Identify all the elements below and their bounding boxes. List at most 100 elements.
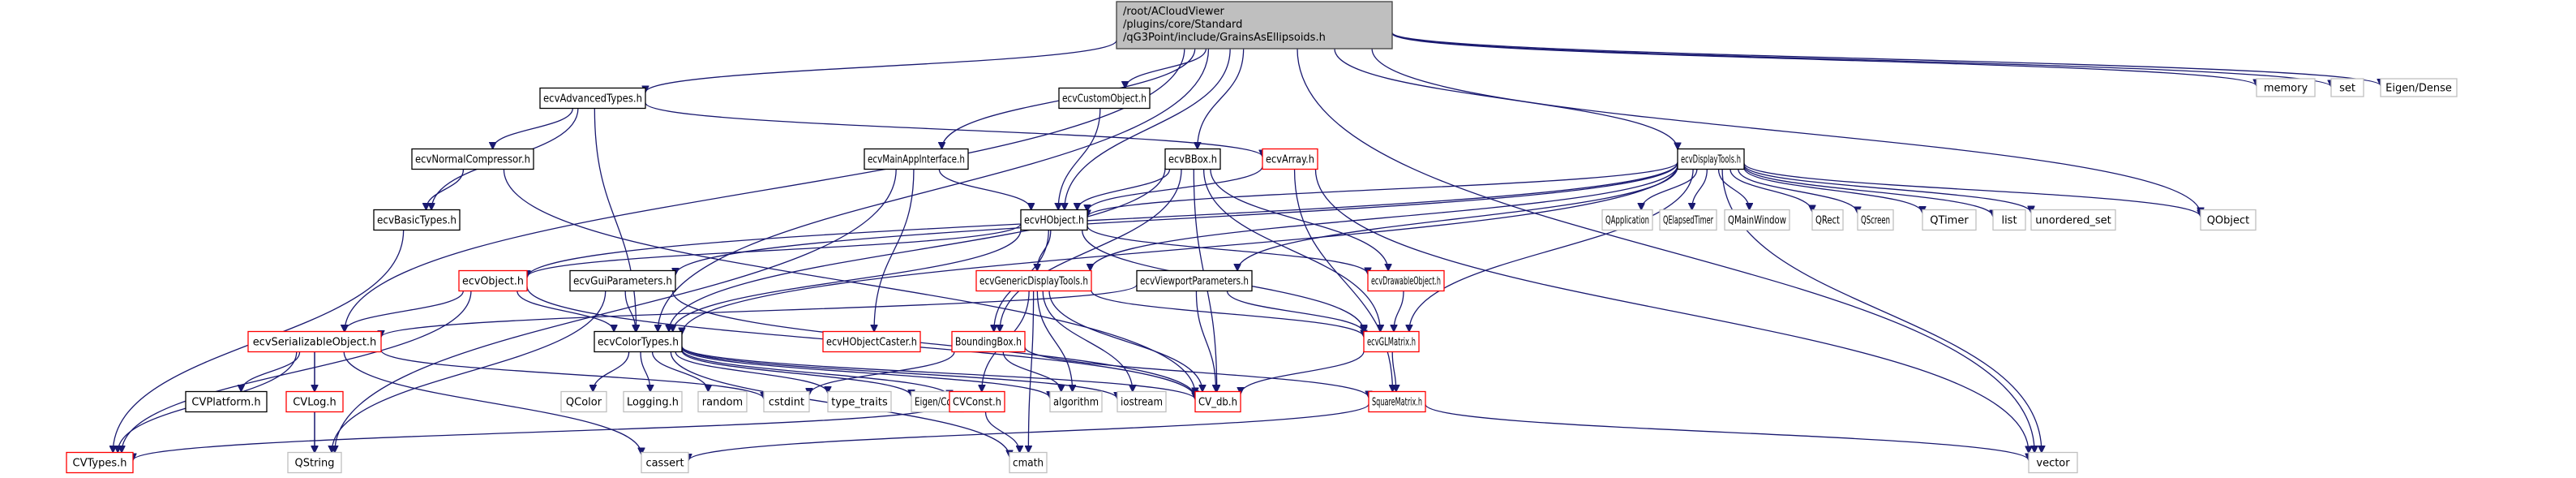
node-CV_db[interactable]: CV_db.h [1194, 390, 1241, 413]
node-box [594, 330, 683, 353]
node-label: memory [2264, 83, 2308, 95]
node-box [185, 390, 268, 413]
node-ecvGLMatrix[interactable]: ecvGLMatrix.h [1363, 330, 1420, 353]
node-ecvDrawableObject[interactable]: ecvDrawableObject.h [1367, 269, 1445, 292]
node-ecvHObjectCaster[interactable]: ecvHObjectCaster.h [822, 330, 921, 353]
node-box [373, 209, 461, 231]
edge-SquareMatrix-to-vector [1425, 403, 2029, 460]
node-ecvSerializableObject[interactable]: ecvSerializableObject.h [247, 330, 382, 353]
node-cassert: cassert [641, 451, 689, 474]
node-box [1724, 209, 1790, 231]
node-label: QScreen [1861, 215, 1890, 227]
node-label: QApplication [1605, 215, 1649, 227]
node-label: Eigen/Core [915, 397, 960, 409]
edge-ecvSerializableObject-to-cassert [343, 351, 641, 454]
node-box [1857, 209, 1894, 231]
edge-root-to-ecvColorTypes [658, 48, 1210, 332]
node-label: vector [2036, 458, 2070, 470]
edge-ecvObject-to-ecvSerializableObject [345, 291, 464, 332]
node-label: CVTypes.h [73, 458, 127, 470]
edge-root-to-ecvCustomObject [1125, 48, 1207, 88]
node-box [1058, 87, 1151, 110]
node-ecvHObject[interactable]: ecvHObject.h [1020, 209, 1088, 231]
edge-ecvAdvancedTypes-to-ecvNormalCompressor [493, 108, 573, 149]
node-algorithm: algorithm [1049, 390, 1103, 413]
edge-ecvArray-to-ecvHObject [1087, 166, 1263, 212]
edge-ecvDisplayTools-to-QElapsedTimer [1692, 169, 1708, 210]
edge-ecvGLMatrix-to-CV_db [1241, 351, 1365, 394]
edge-ecvHObject-to-ecvObject [527, 223, 1022, 277]
node-QScreen: QScreen [1857, 209, 1894, 231]
node-label: ecvGenericDisplayTools.h [979, 276, 1088, 288]
node-label: QMainWindow [1728, 215, 1786, 227]
node-box [827, 390, 892, 413]
edge-ecvCustomObject-to-ecvHObject [1058, 108, 1101, 210]
node-ecvAdvancedTypes[interactable]: ecvAdvancedTypes.h [539, 87, 646, 110]
node-box [864, 148, 969, 170]
node-box [458, 269, 528, 292]
node-ecvBasicTypes[interactable]: ecvBasicTypes.h [373, 209, 461, 231]
node-ecvGenericDisplayTools[interactable]: ecvGenericDisplayTools.h [975, 269, 1092, 292]
node-label: algorithm [1053, 397, 1099, 409]
edge-ecvColorTypes-to-iostream [681, 347, 1117, 398]
node-box [697, 390, 748, 413]
edge-ecvSerializableObject-to-CVPlatform [241, 351, 301, 392]
node-label: QElapsedTimer [1663, 215, 1713, 227]
node-type_traits: type_traits [827, 390, 892, 413]
node-SquareMatrix[interactable]: SquareMatrix.h [1368, 390, 1426, 413]
node-CVConst[interactable]: CVConst.h [949, 390, 1005, 413]
node-CVPlatform[interactable]: CVPlatform.h [185, 390, 268, 413]
node-box [1922, 209, 1977, 231]
node-box [1262, 148, 1318, 170]
edge-ecvColorTypes-to-type_traits [675, 351, 828, 394]
node-label: QObject [2207, 215, 2250, 227]
node-EigenDense: Eigen/Dense [2380, 78, 2458, 97]
node-box [2200, 209, 2257, 231]
edge-ecvDisplayTools-to-QScreen [1738, 169, 1858, 213]
node-label: SquareMatrix.h [1372, 397, 1422, 409]
node-ecvArray[interactable]: ecvArray.h [1262, 148, 1318, 170]
node-QMainWindow: QMainWindow [1724, 209, 1790, 231]
node-label: ecvHObject.h [1024, 215, 1084, 227]
node-label: /plugins/core/Standard [1123, 19, 1242, 31]
edge-CVConst-to-cmath [984, 411, 1020, 453]
node-label: iostream [1121, 397, 1163, 409]
node-box [1020, 209, 1088, 231]
node-label: type_traits [831, 397, 888, 409]
node-ecvGuiParameters[interactable]: ecvGuiParameters.h [569, 269, 676, 292]
node-ecvBBox[interactable]: ecvBBox.h [1164, 148, 1221, 170]
node-label: ecvHObjectCaster.h [826, 337, 917, 349]
node-QElapsedTimer: QElapsedTimer [1659, 209, 1717, 231]
node-root[interactable]: /root/ACloudViewer/plugins/core/Standard… [1116, 1, 1393, 50]
edge-ecvDisplayTools-to-ecvColorTypes [682, 164, 1678, 334]
node-CVTypes[interactable]: CVTypes.h [66, 451, 134, 474]
node-CVLog[interactable]: CVLog.h [285, 390, 344, 413]
node-box [1116, 1, 1393, 50]
node-ecvViewportParameters[interactable]: ecvViewportParameters.h [1136, 269, 1253, 292]
node-ecvCustomObject[interactable]: ecvCustomObject.h [1058, 87, 1151, 110]
edge-ecvGuiParameters-to-ecvColorTypes [624, 291, 636, 332]
edge-root-to-set [1391, 32, 2331, 87]
node-label: ecvViewportParameters.h [1140, 276, 1249, 288]
node-box [1677, 148, 1745, 170]
edge-ecvGenericDisplayTools-to-iostream [1042, 291, 1133, 392]
node-label: unordered_set [2035, 215, 2111, 227]
node-ecvMainAppInterface[interactable]: ecvMainAppInterface.h [864, 148, 969, 170]
node-QTimer: QTimer [1922, 209, 1977, 231]
node-ecvObject[interactable]: ecvObject.h [458, 269, 528, 292]
node-ecvDisplayTools[interactable]: ecvDisplayTools.h [1677, 148, 1745, 170]
node-Logging: Logging.h [623, 390, 683, 413]
node-ecvColorTypes[interactable]: ecvColorTypes.h [594, 330, 683, 353]
edge-ecvObject-to-ecvColorTypes [516, 291, 614, 332]
edge-ecvColorTypes-to-random [651, 351, 709, 392]
node-label: cassert [645, 458, 684, 470]
edge-ecvBBox-to-ecvDrawableObject [1210, 169, 1388, 271]
node-QString: QString [287, 451, 342, 474]
node-BoundingBox[interactable]: BoundingBox.h [951, 330, 1026, 353]
node-label: random [702, 397, 743, 409]
edge-SquareMatrix-to-cassert [688, 403, 1369, 461]
node-box [2028, 451, 2078, 474]
node-ecvNormalCompressor[interactable]: ecvNormalCompressor.h [411, 148, 534, 170]
edge-ecvBBox-to-ecvColorTypes [669, 168, 1166, 331]
node-box [285, 390, 344, 413]
